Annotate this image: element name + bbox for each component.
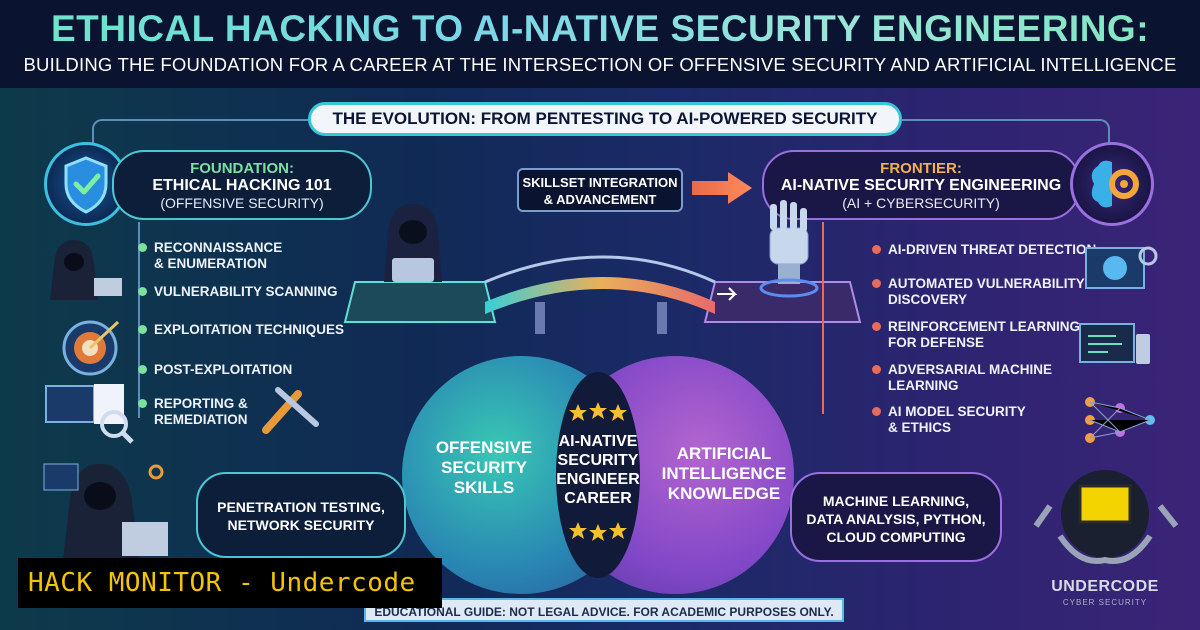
hacker-laptop-icon: [43, 463, 168, 568]
foundation-label: FOUNDATION:: [190, 160, 294, 177]
undercode-logo-tagline: CYBER SECURITY: [1062, 598, 1148, 607]
hacker-laptop-icon: [50, 240, 122, 300]
frontier-title: AI-NATIVE SECURITY ENGINEERING: [780, 177, 1062, 194]
undercode-robot-logo-icon: [1033, 470, 1179, 564]
foundation-item: POST-EXPLOITATION: [138, 362, 292, 378]
brain-gear-icon: [1070, 142, 1154, 226]
foundation-subtitle: (OFFENSIVE SECURITY): [160, 195, 324, 211]
bridge-illustration: [343, 255, 862, 334]
right-connector-line: [822, 222, 824, 414]
frame-line-left: [92, 119, 308, 159]
foundation-card: FOUNDATION: ETHICAL HACKING 101 (OFFENSI…: [112, 150, 372, 220]
neural-network-icon: [1085, 397, 1155, 443]
frontier-item: AI-DRIVEN THREAT DETECTION: [872, 242, 1096, 258]
target-icon: [62, 320, 120, 376]
ai-knowledge-examples: MACHINE LEARNING,DATA ANALYSIS, PYTHON,C…: [790, 472, 1002, 562]
page-title: ETHICAL HACKING TO AI-NATIVE SECURITY EN…: [0, 8, 1200, 50]
foundation-item: VULNERABILITY SCANNING: [138, 284, 338, 300]
undercode-logo-name: UNDERCODE: [1051, 578, 1159, 595]
skillset-integration-box: SKILLSET INTEGRATION & ADVANCEMENT: [517, 168, 683, 212]
skillset-line1: SKILLSET INTEGRATION: [522, 175, 678, 190]
document-magnifier-icon: [45, 384, 134, 444]
arrow-right-icon: [692, 172, 752, 204]
disclaimer-banner: EDUCATIONAL GUIDE: NOT LEGAL ADVICE. FOR…: [364, 598, 844, 622]
frontier-card: FRONTIER: AI-NATIVE SECURITY ENGINEERING…: [762, 150, 1080, 220]
frontier-subtitle: (AI + CYBERSECURITY): [842, 195, 1000, 211]
code-laptop-icon: [1079, 323, 1150, 364]
foundation-item: REPORTING &REMEDIATION: [138, 396, 248, 428]
foundation-title: ETHICAL HACKING 101: [152, 177, 332, 194]
foundation-item: RECONNAISSANCE& ENUMERATION: [138, 240, 282, 272]
frame-line-right: [902, 119, 1110, 159]
star-icon: [569, 522, 627, 541]
page-subtitle: BUILDING THE FOUNDATION FOR A CAREER AT …: [23, 54, 1177, 75]
tools-icon: [262, 387, 319, 434]
frontier-label: FRONTIER:: [880, 160, 962, 177]
robot-hand-icon: [759, 200, 819, 298]
foundation-item: EXPLOITATION TECHNIQUES: [138, 322, 344, 338]
shield-check-icon: [44, 142, 128, 226]
frontier-item: AI MODEL SECURITY& ETHICS: [872, 404, 1026, 436]
watermark-banner: HACK MONITOR - Undercode: [18, 558, 442, 608]
monitor-brain-icon: [1085, 246, 1158, 289]
offensive-skills-examples: PENETRATION TESTING,NETWORK SECURITY: [196, 472, 406, 558]
skillset-line2: & ADVANCEMENT: [543, 192, 657, 207]
header: ETHICAL HACKING TO AI-NATIVE SECURITY EN…: [0, 0, 1200, 88]
hacker-laptop-icon: [384, 204, 442, 282]
evolution-banner: THE EVOLUTION: FROM PENTESTING TO AI-POW…: [308, 102, 902, 136]
star-icon: [569, 402, 627, 421]
left-connector-line: [138, 222, 140, 418]
